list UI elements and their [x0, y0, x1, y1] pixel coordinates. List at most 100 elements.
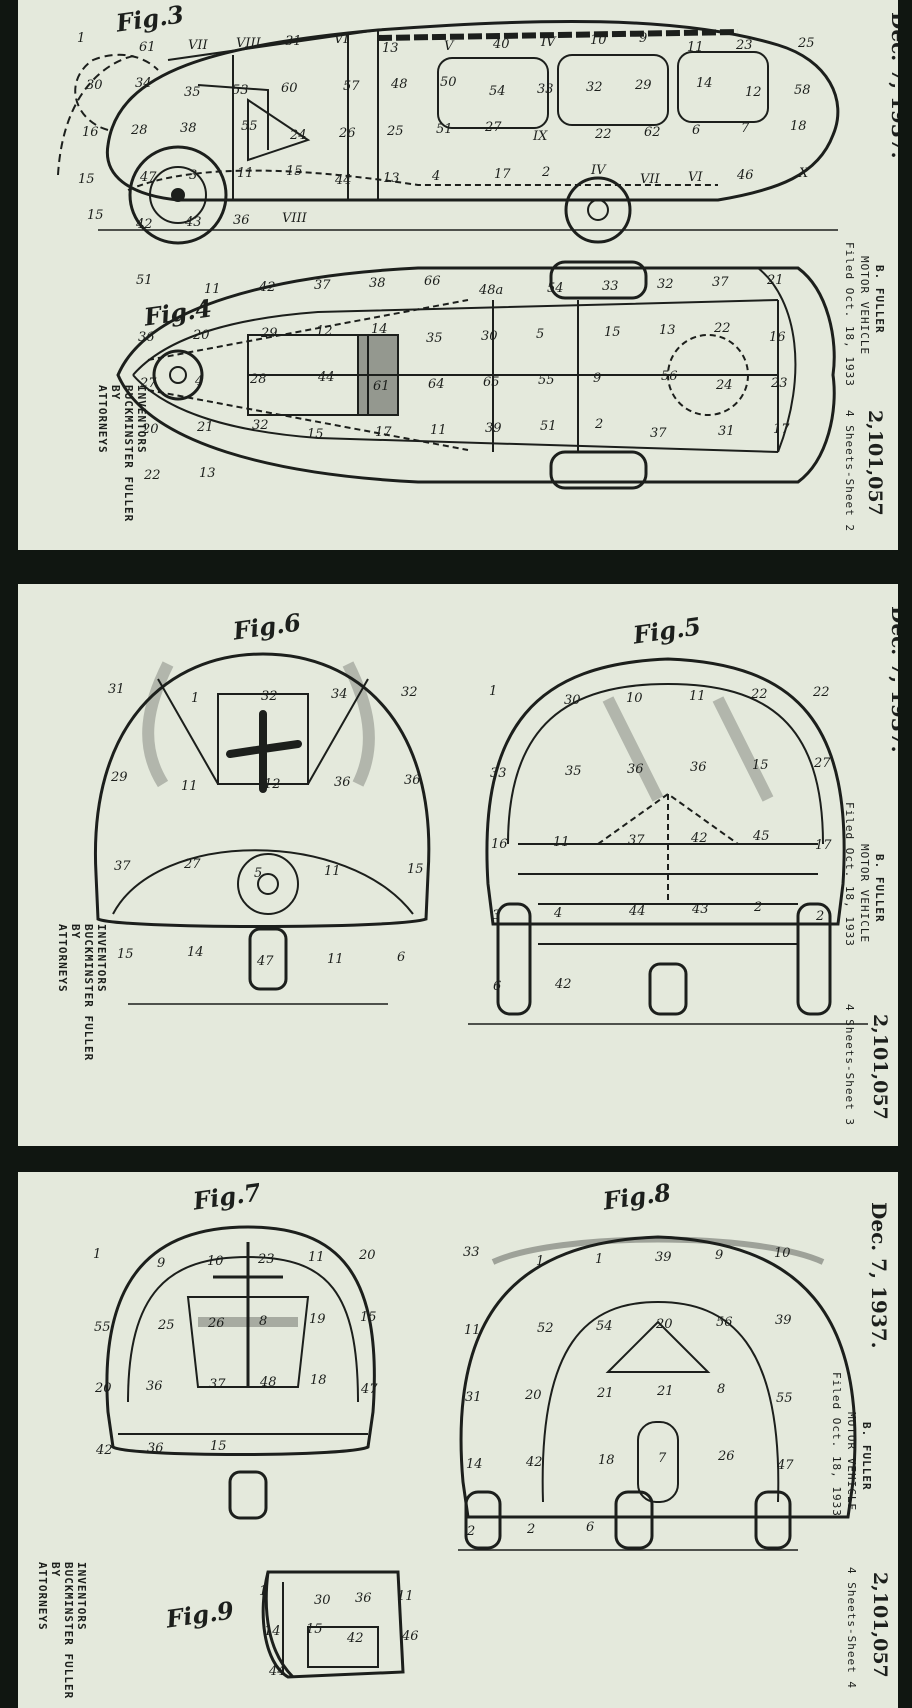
reference-numeral: 29 — [111, 770, 128, 785]
reference-numeral: 9 — [715, 1248, 724, 1263]
reference-numeral: VIII — [282, 211, 307, 226]
reference-numeral: 11 — [324, 864, 341, 879]
reference-numeral: 35 — [565, 764, 582, 779]
reference-numeral: 6 — [493, 979, 502, 994]
reference-numeral: 15 — [78, 172, 95, 187]
reference-numeral: 10 — [207, 1254, 224, 1269]
reference-numeral: 33 — [537, 82, 554, 97]
reference-numeral: 57 — [343, 79, 360, 94]
reference-numeral: 24 — [716, 378, 733, 393]
reference-numeral: 2 — [595, 417, 604, 432]
reference-numeral: 20 — [359, 1248, 376, 1263]
reference-numeral: 47 — [777, 1458, 794, 1473]
reference-numeral: 28 — [250, 372, 267, 387]
reference-numeral: 36 — [147, 1441, 164, 1456]
reference-numeral: 10 — [774, 1246, 791, 1261]
reference-numeral: 1 — [259, 1584, 268, 1599]
reference-numeral: 21 — [197, 420, 214, 435]
reference-numeral: 55 — [94, 1320, 111, 1335]
reference-numeral: 23 — [736, 38, 753, 53]
reference-numeral: 13 — [199, 466, 216, 481]
reference-numeral: 23 — [771, 376, 788, 391]
inventors-label: INVENTORS — [75, 1562, 88, 1631]
sheet-2-line-drawing — [57, 19, 840, 490]
reference-numeral: 34 — [331, 687, 348, 702]
reference-numeral: 35 — [426, 331, 443, 346]
reference-numeral: 1 — [595, 1252, 604, 1267]
reference-numeral: 14 — [187, 945, 204, 960]
reference-numeral: 25 — [158, 1318, 175, 1333]
reference-numeral: 1 — [191, 691, 200, 706]
reference-numeral: 37 — [650, 426, 667, 441]
reference-numeral: 13 — [659, 323, 676, 338]
reference-numeral: 3 — [189, 168, 198, 183]
reference-numeral: 55 — [776, 1391, 793, 1406]
patent-inventor: B. FULLER — [873, 265, 886, 334]
reference-numeral: 22 — [144, 468, 161, 483]
reference-numeral: 1 — [489, 684, 498, 699]
reference-numeral: 36 — [334, 775, 351, 790]
reference-numeral: 36 — [690, 760, 707, 775]
reference-numeral: 10 — [626, 691, 643, 706]
reference-numeral: 26 — [718, 1449, 735, 1464]
reference-numeral: 2 — [467, 1524, 476, 1539]
reference-numeral: IX — [533, 129, 548, 144]
attorneys-label: ATTORNEYS — [96, 385, 109, 454]
reference-numeral: 42 — [136, 217, 153, 232]
reference-numeral: 54 — [596, 1319, 613, 1334]
reference-numeral: 48a — [479, 283, 504, 298]
reference-numeral: 19 — [309, 1312, 326, 1327]
reference-numeral: 36 — [146, 1379, 163, 1394]
patent-filed: Filed Oct. 18, 1933 — [843, 242, 856, 387]
reference-numeral: VI — [688, 170, 703, 185]
reference-numeral: 48 — [391, 77, 408, 92]
reference-numeral: 31 — [718, 424, 735, 439]
patent-title: MOTOR VEHICLE — [858, 256, 871, 356]
reference-numeral: 22 — [751, 687, 768, 702]
reference-numeral: 11 — [430, 423, 447, 438]
by-label: BY — [49, 1562, 62, 1578]
reference-numeral: 42 — [526, 1455, 543, 1470]
reference-numeral: 37 — [628, 833, 645, 848]
reference-numeral: 21 — [597, 1386, 614, 1401]
reference-numeral: 46 — [402, 1629, 419, 1644]
reference-numeral: 53 — [232, 83, 249, 98]
reference-numeral: 18 — [598, 1453, 615, 1468]
reference-numeral: 32 — [586, 80, 603, 95]
reference-numeral: 20 — [656, 1317, 673, 1332]
reference-numeral: 1 — [77, 31, 86, 46]
reference-numeral: 15 — [360, 1310, 377, 1325]
reference-numeral: 36 — [233, 213, 250, 228]
reference-numeral: V — [444, 39, 454, 54]
reference-numeral: 11 — [204, 282, 221, 297]
reference-numeral: 44 — [335, 173, 352, 188]
reference-numeral: 42 — [691, 831, 708, 846]
reference-numeral: 43 — [692, 902, 709, 917]
sheet-3-line-drawing — [93, 652, 868, 1025]
reference-numeral: 26 — [339, 126, 356, 141]
inventors-label: INVENTORS — [95, 924, 108, 993]
reference-numeral: 32 — [261, 689, 278, 704]
reference-numeral: 62 — [644, 125, 661, 140]
reference-numeral: 48 — [260, 1375, 277, 1390]
reference-numeral: 42 — [96, 1443, 113, 1458]
reference-numeral: 12 — [316, 324, 333, 339]
inventors-label: INVENTORS — [135, 385, 148, 454]
reference-numeral: 2 — [816, 909, 825, 924]
attorneys-label: ATTORNEYS — [56, 924, 69, 993]
reference-numeral: 22 — [714, 321, 731, 336]
reference-numeral: 1 — [93, 1247, 102, 1262]
reference-numeral: 56 — [716, 1315, 733, 1330]
reference-numeral: 45 — [753, 829, 770, 844]
reference-numeral: 54 — [489, 84, 506, 99]
reference-numeral: 15 — [286, 164, 303, 179]
reference-numeral: 20 — [95, 1381, 112, 1396]
patent-filed: Filed Oct. 18, 1933 — [843, 802, 856, 947]
reference-numeral: 35 — [184, 85, 201, 100]
reference-numeral: 20 — [525, 1388, 542, 1403]
reference-numeral: X — [799, 166, 809, 181]
reference-numeral: 31 — [285, 34, 302, 49]
reference-numeral: 42 — [259, 280, 276, 295]
reference-numeral: 12 — [745, 85, 762, 100]
reference-numeral: 3 — [492, 908, 501, 923]
